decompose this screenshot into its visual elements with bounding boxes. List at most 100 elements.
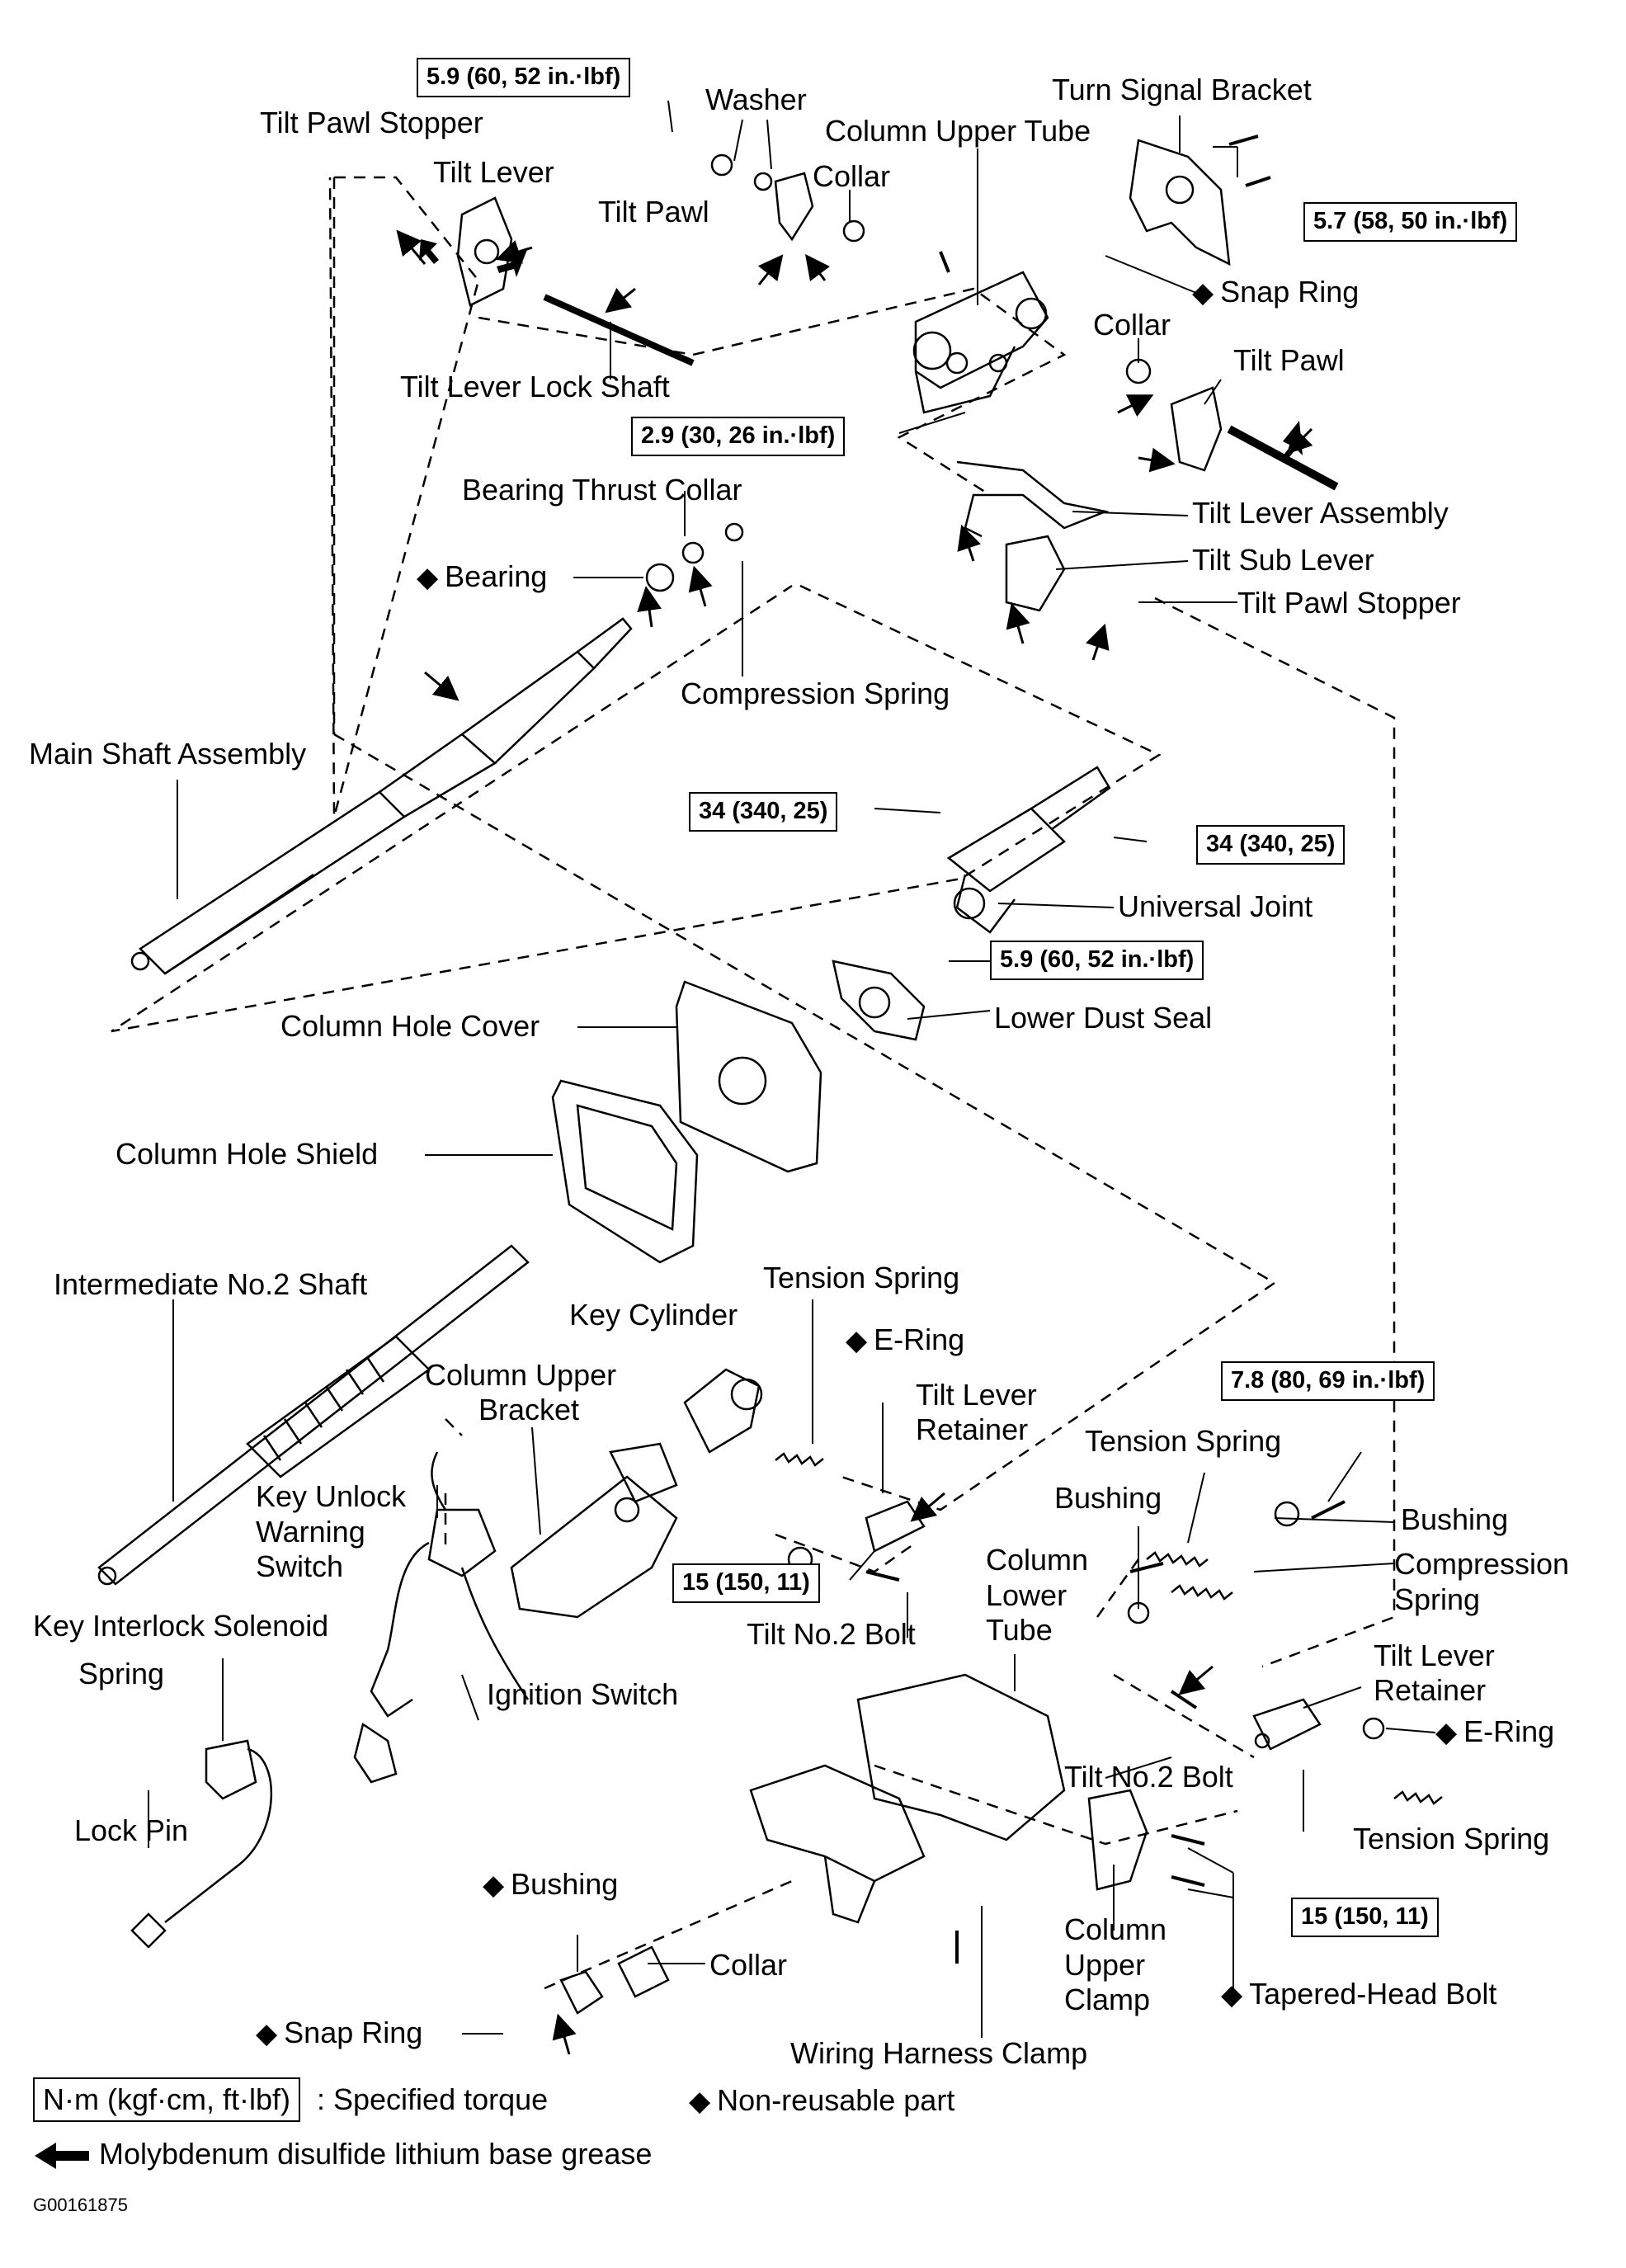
label-bearing: ◆Bearing xyxy=(417,559,548,593)
label-key-unlock-3: Switch xyxy=(256,1549,344,1583)
label-compression-spring-right-1: Compression xyxy=(1394,1547,1570,1581)
key-cylinder-drawing xyxy=(683,1368,761,1454)
label-tilt-lever-retainer-mid-2: Retainer xyxy=(916,1412,1029,1446)
label-tension-spring-low: Tension Spring xyxy=(1353,1822,1550,1855)
ignition-switch-drawing xyxy=(427,1508,497,1577)
label-collar-low: Collar xyxy=(709,1948,788,1982)
tilt-lever-drawing xyxy=(456,196,513,307)
torque-spec-2: 5.7 (58, 50 in.·lbf) xyxy=(1303,202,1518,242)
torque-spec-6: 5.9 (60, 52 in.·lbf) xyxy=(990,941,1204,980)
torque-spec-8: 15 (150, 11) xyxy=(672,1563,820,1603)
column-upper-tube-drawing xyxy=(912,271,1049,414)
label-tilt-lever: Tilt Lever xyxy=(433,155,554,189)
tilt-pawl-right-drawing xyxy=(1170,386,1223,472)
label-bearing-thrust-collar: Bearing Thrust Collar xyxy=(462,473,742,507)
label-tapered-head-bolt: ◆Tapered-Head Bolt xyxy=(1221,1977,1497,2011)
label-column-upper-bracket-2: Bracket xyxy=(478,1393,580,1426)
label-tension-spring-mid: Tension Spring xyxy=(763,1261,960,1294)
label-lower-dust-seal: Lower Dust Seal xyxy=(994,1001,1213,1035)
tension-spring-right-drawing xyxy=(1146,1551,1209,1568)
label-spring: Spring xyxy=(78,1657,165,1690)
torque-spec-9: 15 (150, 11) xyxy=(1291,1898,1439,1937)
tension-spring-low-drawing xyxy=(1393,1790,1443,1805)
turn-signal-bracket-drawing xyxy=(1129,139,1231,266)
label-tilt-lever-retainer-mid-1: Tilt Lever xyxy=(916,1378,1037,1412)
tilt-pawl-top-drawing xyxy=(774,172,814,242)
torque-spec-3: 2.9 (30, 26 in.·lbf) xyxy=(631,417,846,456)
label-intermediate-no2-shaft: Intermediate No.2 Shaft xyxy=(54,1267,368,1301)
label-tilt-pawl-stopper-right: Tilt Pawl Stopper xyxy=(1237,586,1461,620)
label-tension-spring-right: Tension Spring xyxy=(1085,1424,1282,1458)
label-collar-top: Collar xyxy=(813,159,891,193)
tilt-lever-retainer-mid-drawing xyxy=(865,1500,926,1553)
label-tilt-lever-lock-shaft: Tilt Lever Lock Shaft xyxy=(400,370,670,403)
label-snap-ring-low: ◆Snap Ring xyxy=(256,2016,423,2049)
tilt-lever-retainer-right-drawing xyxy=(1252,1698,1322,1751)
figure-code: G00161875 xyxy=(33,2195,128,2215)
label-key-cylinder: Key Cylinder xyxy=(569,1298,738,1332)
compression-spring-right-drawing xyxy=(1171,1584,1233,1601)
torque-spec-4: 34 (340, 25) xyxy=(689,792,838,832)
legend-nonreusable: ◆Non-reusable part xyxy=(689,2083,955,2117)
label-column-upper-bracket-1: Column Upper xyxy=(425,1358,617,1392)
universal-joint-drawing xyxy=(946,766,1111,934)
column-upper-bracket-drawing xyxy=(510,1442,678,1619)
label-bushing-low: ◆Bushing xyxy=(483,1867,619,1901)
label-tilt-pawl-stopper-top: Tilt Pawl Stopper xyxy=(260,106,483,139)
label-tilt-sub-lever: Tilt Sub Lever xyxy=(1192,543,1374,577)
label-ignition-switch: Ignition Switch xyxy=(487,1677,679,1711)
label-tilt-lever-assembly: Tilt Lever Assembly xyxy=(1192,496,1449,530)
label-key-unlock-1: Key Unlock xyxy=(256,1479,407,1513)
intermediate-shaft-drawing xyxy=(97,1244,530,1586)
label-washer: Washer xyxy=(705,83,807,116)
label-column-upper-clamp-3: Clamp xyxy=(1064,1983,1151,2016)
grease-arrow-icon xyxy=(35,2143,89,2170)
label-snap-ring-top: ◆Snap Ring xyxy=(1192,275,1360,309)
bearing-drawing xyxy=(645,563,675,592)
label-tilt-lever-retainer-right-1: Tilt Lever xyxy=(1374,1639,1495,1672)
label-bushing-right: Bushing xyxy=(1401,1502,1509,1536)
label-tilt-no2-bolt-right: Tilt No.2 Bolt xyxy=(1064,1760,1233,1794)
label-tilt-no2-bolt-mid: Tilt No.2 Bolt xyxy=(747,1617,916,1651)
column-upper-clamp-drawing xyxy=(1087,1789,1148,1891)
label-collar-mid: Collar xyxy=(1093,308,1171,342)
label-main-shaft-assembly: Main Shaft Assembly xyxy=(29,737,307,771)
tension-spring-mid-drawing xyxy=(775,1452,824,1467)
label-e-ring-mid: ◆E-Ring xyxy=(846,1323,965,1356)
label-lock-pin: Lock Pin xyxy=(74,1813,189,1847)
tilt-lever-lock-shaft-drawing xyxy=(543,294,695,366)
column-hole-cover-drawing xyxy=(675,980,822,1173)
label-column-hole-shield: Column Hole Shield xyxy=(115,1137,379,1171)
label-tilt-lever-retainer-right-2: Retainer xyxy=(1374,1673,1487,1707)
label-wiring-harness-clamp: Wiring Harness Clamp xyxy=(790,2036,1088,2070)
label-tilt-pawl-right: Tilt Pawl xyxy=(1233,343,1345,377)
torque-spec-1: 5.9 (60, 52 in.·lbf) xyxy=(417,58,631,97)
tilt-lever-assembly-drawing xyxy=(956,460,1110,538)
label-universal-joint: Universal Joint xyxy=(1118,889,1313,923)
key-interlock-solenoid-drawing xyxy=(205,1739,257,1800)
label-bushing-mid: Bushing xyxy=(1054,1481,1162,1515)
label-column-lower-tube-3: Tube xyxy=(986,1613,1053,1647)
label-column-lower-tube-1: Column xyxy=(986,1543,1089,1577)
legend-torque: N·m (kgf·cm, ft·lbf) : Specified torque xyxy=(33,2077,548,2122)
label-compression-spring-right-2: Spring xyxy=(1394,1582,1481,1616)
lower-dust-seal-drawing xyxy=(832,960,926,1041)
column-lower-tube-drawing xyxy=(749,1673,1066,1924)
leader-lines xyxy=(148,100,1436,2038)
legend-torque-desc: : Specified torque xyxy=(317,2082,549,2116)
label-turn-signal-bracket: Turn Signal Bracket xyxy=(1052,73,1312,106)
column-hole-shield-drawing xyxy=(551,1079,699,1264)
main-shaft-assembly-drawing xyxy=(130,617,633,975)
label-key-unlock-2: Warning xyxy=(256,1515,365,1549)
legend-grease: Molybdenum disulfide lithium base grease xyxy=(33,2137,652,2172)
grease-arrows xyxy=(396,229,1313,2055)
label-tilt-pawl-top: Tilt Pawl xyxy=(598,195,709,229)
tilt-sub-lever-drawing xyxy=(1005,535,1066,612)
grease-arrow-shapes xyxy=(419,239,1303,461)
collar-low-drawing xyxy=(617,1945,670,1998)
label-column-upper-tube: Column Upper Tube xyxy=(825,114,1091,148)
label-column-lower-tube-2: Lower xyxy=(986,1578,1068,1612)
label-column-hole-cover: Column Hole Cover xyxy=(280,1009,540,1043)
